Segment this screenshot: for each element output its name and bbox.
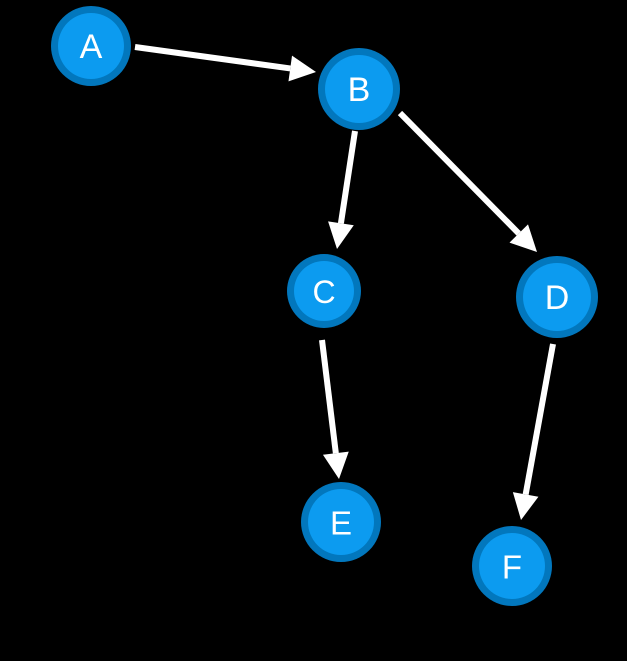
nodes-layer: A B C D E F <box>51 6 598 606</box>
arrowhead-b-d <box>509 224 537 252</box>
graph-node-b[interactable]: B <box>318 48 400 130</box>
edge-d-f <box>512 343 556 520</box>
graph-node-f[interactable]: F <box>472 526 552 606</box>
node-label-a: A <box>80 28 103 66</box>
node-fill-e <box>308 489 374 555</box>
graph-node-e[interactable]: E <box>301 482 381 562</box>
node-label-c: C <box>312 274 335 310</box>
node-fill-c <box>294 261 354 321</box>
arrowhead-d-f <box>512 492 539 520</box>
edges-layer <box>134 44 556 520</box>
node-fill-b <box>325 55 393 123</box>
node-fill-a <box>58 13 124 79</box>
node-label-b: B <box>348 71 371 109</box>
node-label-f: F <box>502 549 522 586</box>
edge-b-c <box>328 130 358 249</box>
node-label-e: E <box>330 505 352 542</box>
node-fill-d <box>523 263 591 331</box>
node-fill-f <box>479 533 545 599</box>
edge-c-e <box>319 339 349 479</box>
node-label-d: D <box>545 279 570 317</box>
graph-node-c[interactable]: C <box>287 254 361 328</box>
edge-a-b <box>134 44 316 82</box>
edge-b-d <box>397 110 537 252</box>
graph-node-d[interactable]: D <box>516 256 598 338</box>
graph-node-a[interactable]: A <box>51 6 131 86</box>
arrowhead-a-b <box>288 55 316 82</box>
arrowhead-b-c <box>328 221 354 249</box>
arrowhead-c-e <box>322 451 349 479</box>
